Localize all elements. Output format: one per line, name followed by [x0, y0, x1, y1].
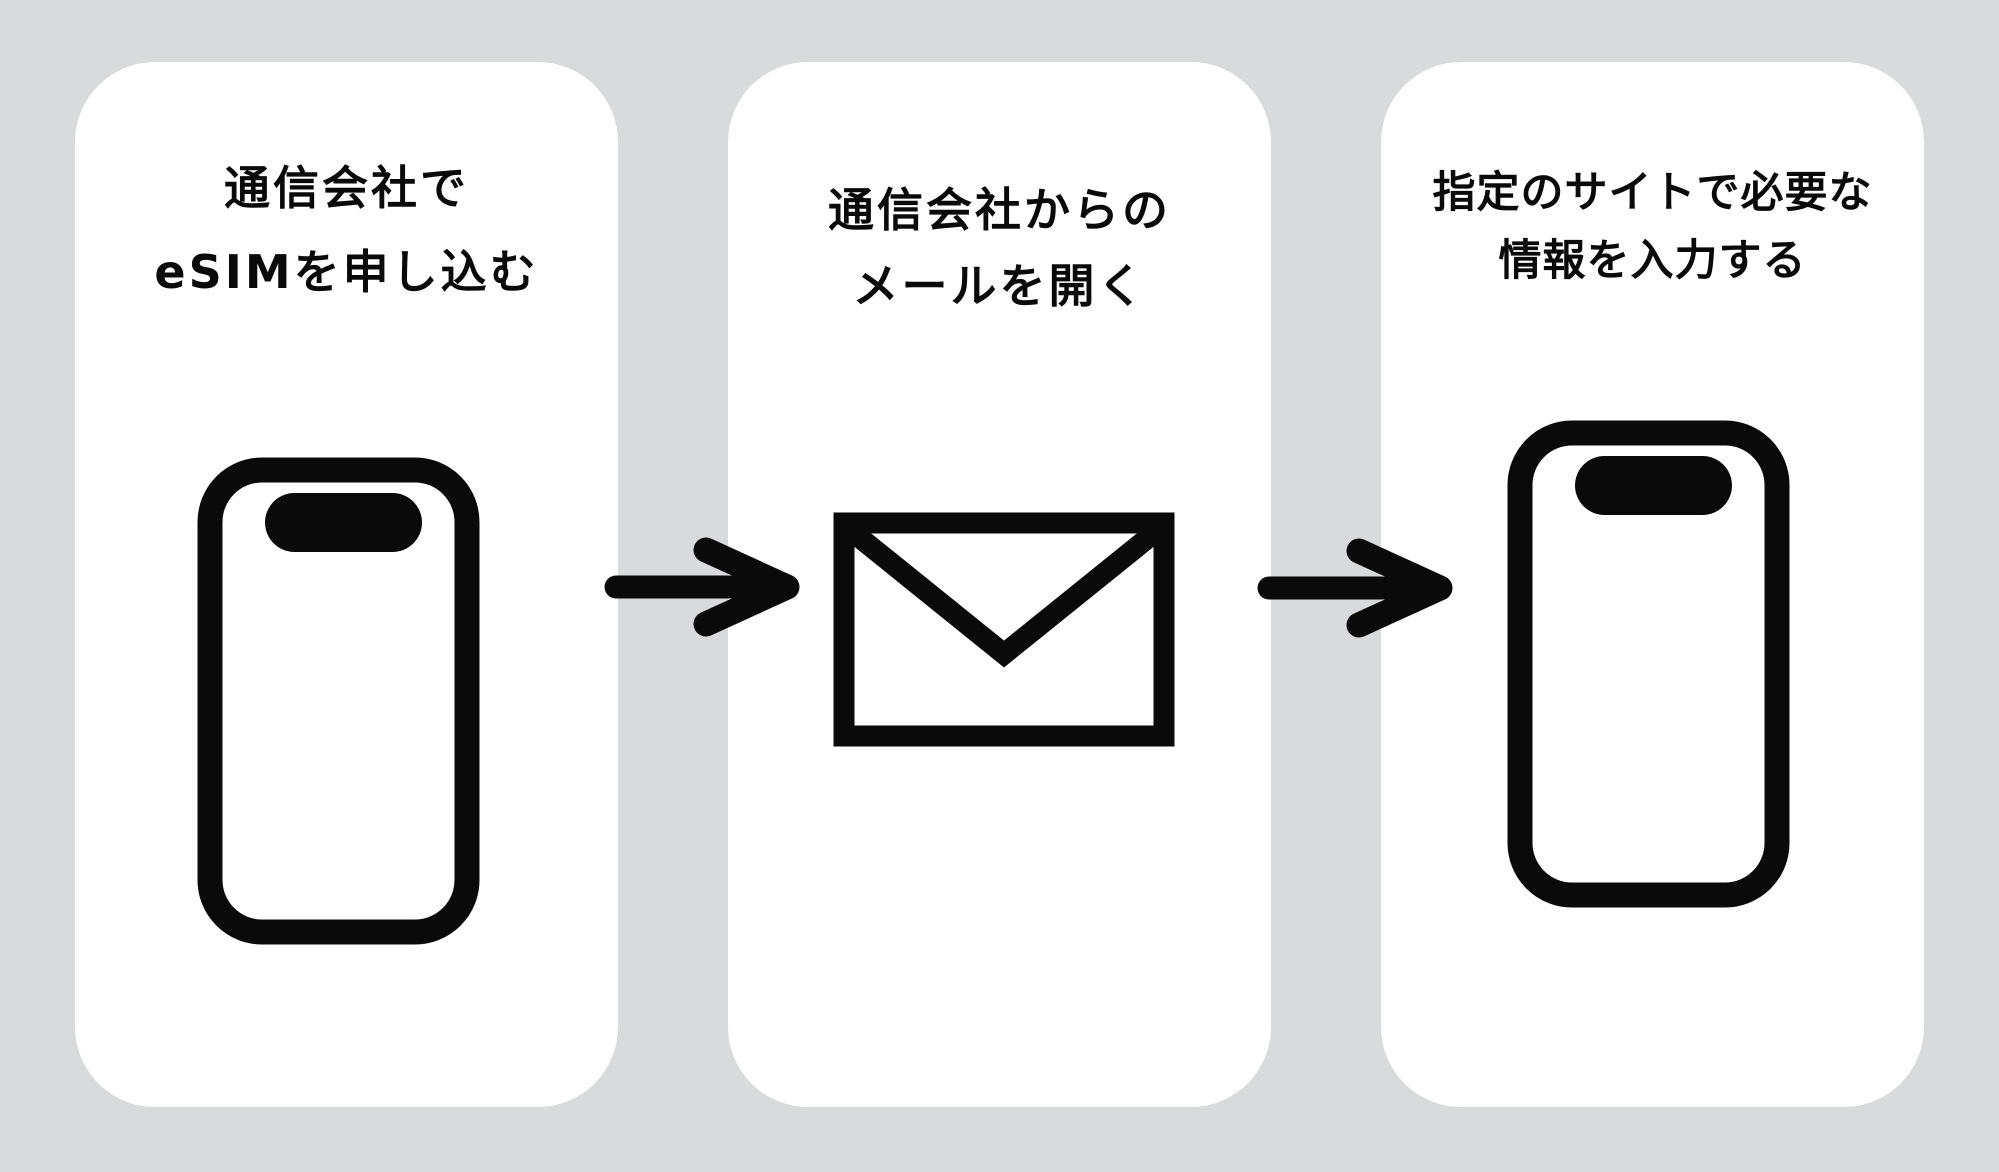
email-envelope-icon — [833, 512, 1175, 747]
smartphone-icon — [197, 457, 480, 945]
step-title-line: eSIMを申し込む — [154, 245, 539, 299]
step-title-open-email: 通信会社からの メールを開く — [728, 62, 1271, 324]
step-title-line: 指定のサイトで必要な — [1432, 168, 1873, 218]
step-title-apply-esim: 通信会社で eSIMを申し込む — [75, 62, 618, 314]
arrow-right-icon — [1257, 538, 1453, 638]
step-card-open-email: 通信会社からの メールを開く — [728, 62, 1271, 1107]
step-title-line: 通信会社で — [224, 161, 469, 215]
step-title-enter-info: 指定のサイトで必要な 情報を入力する — [1381, 62, 1924, 295]
step-title-line: メールを開く — [852, 259, 1147, 313]
arrow-right-icon — [604, 537, 800, 637]
smartphone-icon — [1507, 420, 1790, 908]
step-title-line: 通信会社からの — [828, 183, 1171, 237]
step-title-line: 情報を入力する — [1498, 236, 1807, 286]
